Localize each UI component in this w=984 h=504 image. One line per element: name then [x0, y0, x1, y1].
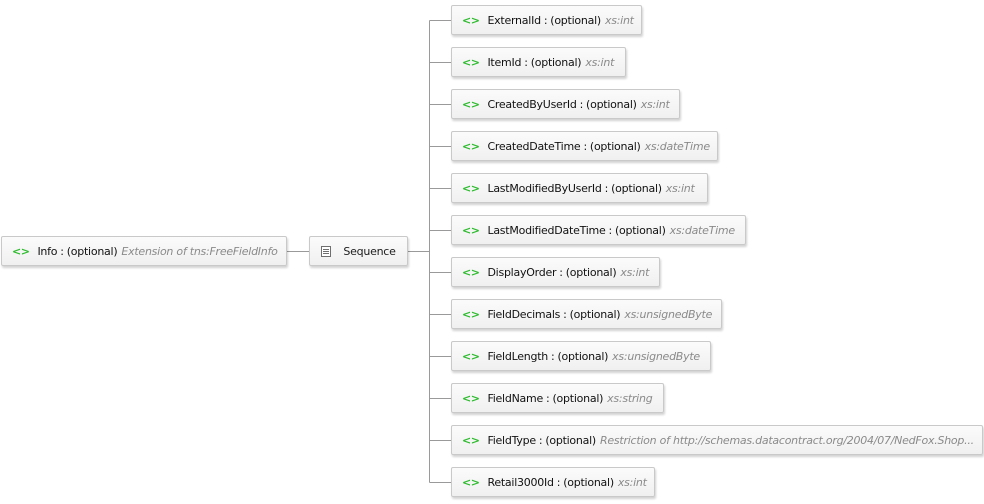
element-separator: :	[60, 244, 64, 258]
element-separator: :	[559, 265, 563, 279]
element-icon: <>	[462, 181, 480, 195]
element-type: Restriction of http://schemas.datacontra…	[599, 433, 974, 447]
element-node-itemid[interactable]: <> ItemId : (optional) xs:int	[451, 47, 626, 77]
element-icon: <>	[462, 433, 480, 447]
element-optional: (optional)	[569, 307, 621, 321]
element-node-lastmodifiedbyuserid[interactable]: <> LastModifiedByUserId : (optional) xs:…	[451, 173, 708, 203]
element-name: ItemId	[487, 55, 522, 69]
element-name: CreatedDateTime	[487, 139, 581, 153]
element-optional: (optional)	[530, 55, 582, 69]
element-name: LastModifiedDateTime	[487, 223, 606, 237]
element-icon: <>	[462, 349, 480, 363]
element-optional: (optional)	[545, 433, 596, 447]
sequence-icon	[321, 245, 332, 257]
element-icon: <>	[12, 244, 30, 258]
element-type: xs:int	[665, 181, 695, 195]
element-node-fieldtype[interactable]: <> FieldType : (optional) Restriction of…	[451, 425, 983, 455]
element-name: Retail3000Id	[487, 475, 554, 489]
element-icon: <>	[462, 265, 480, 279]
element-name: FieldDecimals	[487, 307, 561, 321]
element-icon: <>	[462, 97, 480, 111]
element-type: xs:int	[604, 13, 634, 27]
element-node-retail3000id[interactable]: <> Retail3000Id : (optional) xs:int	[451, 467, 655, 497]
element-type: xs:unsignedByte	[624, 307, 713, 321]
element-separator: :	[556, 475, 561, 489]
element-name: FieldType	[487, 433, 536, 447]
element-separator: :	[551, 349, 555, 363]
root-element-info[interactable]: <> Info : (optional) Extension of tns:Fr…	[1, 236, 287, 266]
element-node-lastmodifieddatetime[interactable]: <> LastModifiedDateTime : (optional) xs:…	[451, 215, 746, 245]
element-type: xs:dateTime	[669, 223, 736, 237]
element-separator: :	[543, 13, 548, 27]
element-separator: :	[608, 223, 613, 237]
element-separator: :	[583, 139, 587, 153]
element-icon: <>	[462, 55, 480, 69]
element-type: xs:string	[607, 391, 653, 405]
element-icon: <>	[462, 13, 480, 27]
element-name: ExternalId	[487, 13, 541, 27]
element-type: xs:int	[640, 97, 670, 111]
element-optional: (optional)	[550, 13, 601, 27]
element-icon: <>	[462, 307, 480, 321]
element-separator: :	[538, 433, 543, 447]
element-type: Extension of tns:FreeFieldInfo	[121, 244, 278, 258]
element-name: CreatedByUserId	[487, 97, 577, 111]
element-node-createdbyuserid[interactable]: <> CreatedByUserId : (optional) xs:int	[451, 89, 680, 119]
element-optional: (optional)	[586, 97, 637, 111]
element-node-externalid[interactable]: <> ExternalId : (optional) xs:int	[451, 5, 642, 35]
element-node-displayorder[interactable]: <> DisplayOrder : (optional) xs:int	[451, 257, 660, 287]
element-separator: :	[546, 391, 550, 405]
element-optional: (optional)	[565, 265, 617, 279]
element-icon: <>	[462, 475, 480, 489]
element-optional: (optional)	[589, 139, 641, 153]
sequence-label: Sequence	[343, 244, 396, 258]
element-separator: :	[563, 307, 567, 321]
element-icon: <>	[462, 391, 480, 405]
element-type: xs:int	[617, 475, 647, 489]
element-icon: <>	[462, 223, 480, 237]
element-name: DisplayOrder	[487, 265, 557, 279]
element-name: LastModifiedByUserId	[487, 181, 602, 195]
element-separator: :	[579, 97, 584, 111]
element-optional: (optional)	[563, 475, 614, 489]
element-optional: (optional)	[552, 391, 604, 405]
element-separator: :	[604, 181, 609, 195]
element-node-fieldname[interactable]: <> FieldName : (optional) xs:string	[451, 383, 664, 413]
element-type: xs:int	[620, 265, 650, 279]
element-node-fielddecimals[interactable]: <> FieldDecimals : (optional) xs:unsigne…	[451, 299, 722, 329]
element-node-fieldlength[interactable]: <> FieldLength : (optional) xs:unsignedB…	[451, 341, 711, 371]
element-type: xs:dateTime	[644, 139, 711, 153]
element-optional: (optional)	[66, 244, 118, 258]
element-optional: (optional)	[557, 349, 609, 363]
element-name: FieldLength	[487, 349, 549, 363]
element-optional: (optional)	[614, 223, 666, 237]
element-name: Info	[37, 244, 58, 258]
element-optional: (optional)	[611, 181, 662, 195]
element-name: FieldName	[487, 391, 544, 405]
element-type: xs:unsignedByte	[612, 349, 700, 363]
sequence-node[interactable]: Sequence	[309, 236, 408, 266]
element-node-createddatetime[interactable]: <> CreatedDateTime : (optional) xs:dateT…	[451, 131, 718, 161]
element-separator: :	[524, 55, 528, 69]
element-type: xs:int	[585, 55, 615, 69]
element-icon: <>	[462, 139, 480, 153]
